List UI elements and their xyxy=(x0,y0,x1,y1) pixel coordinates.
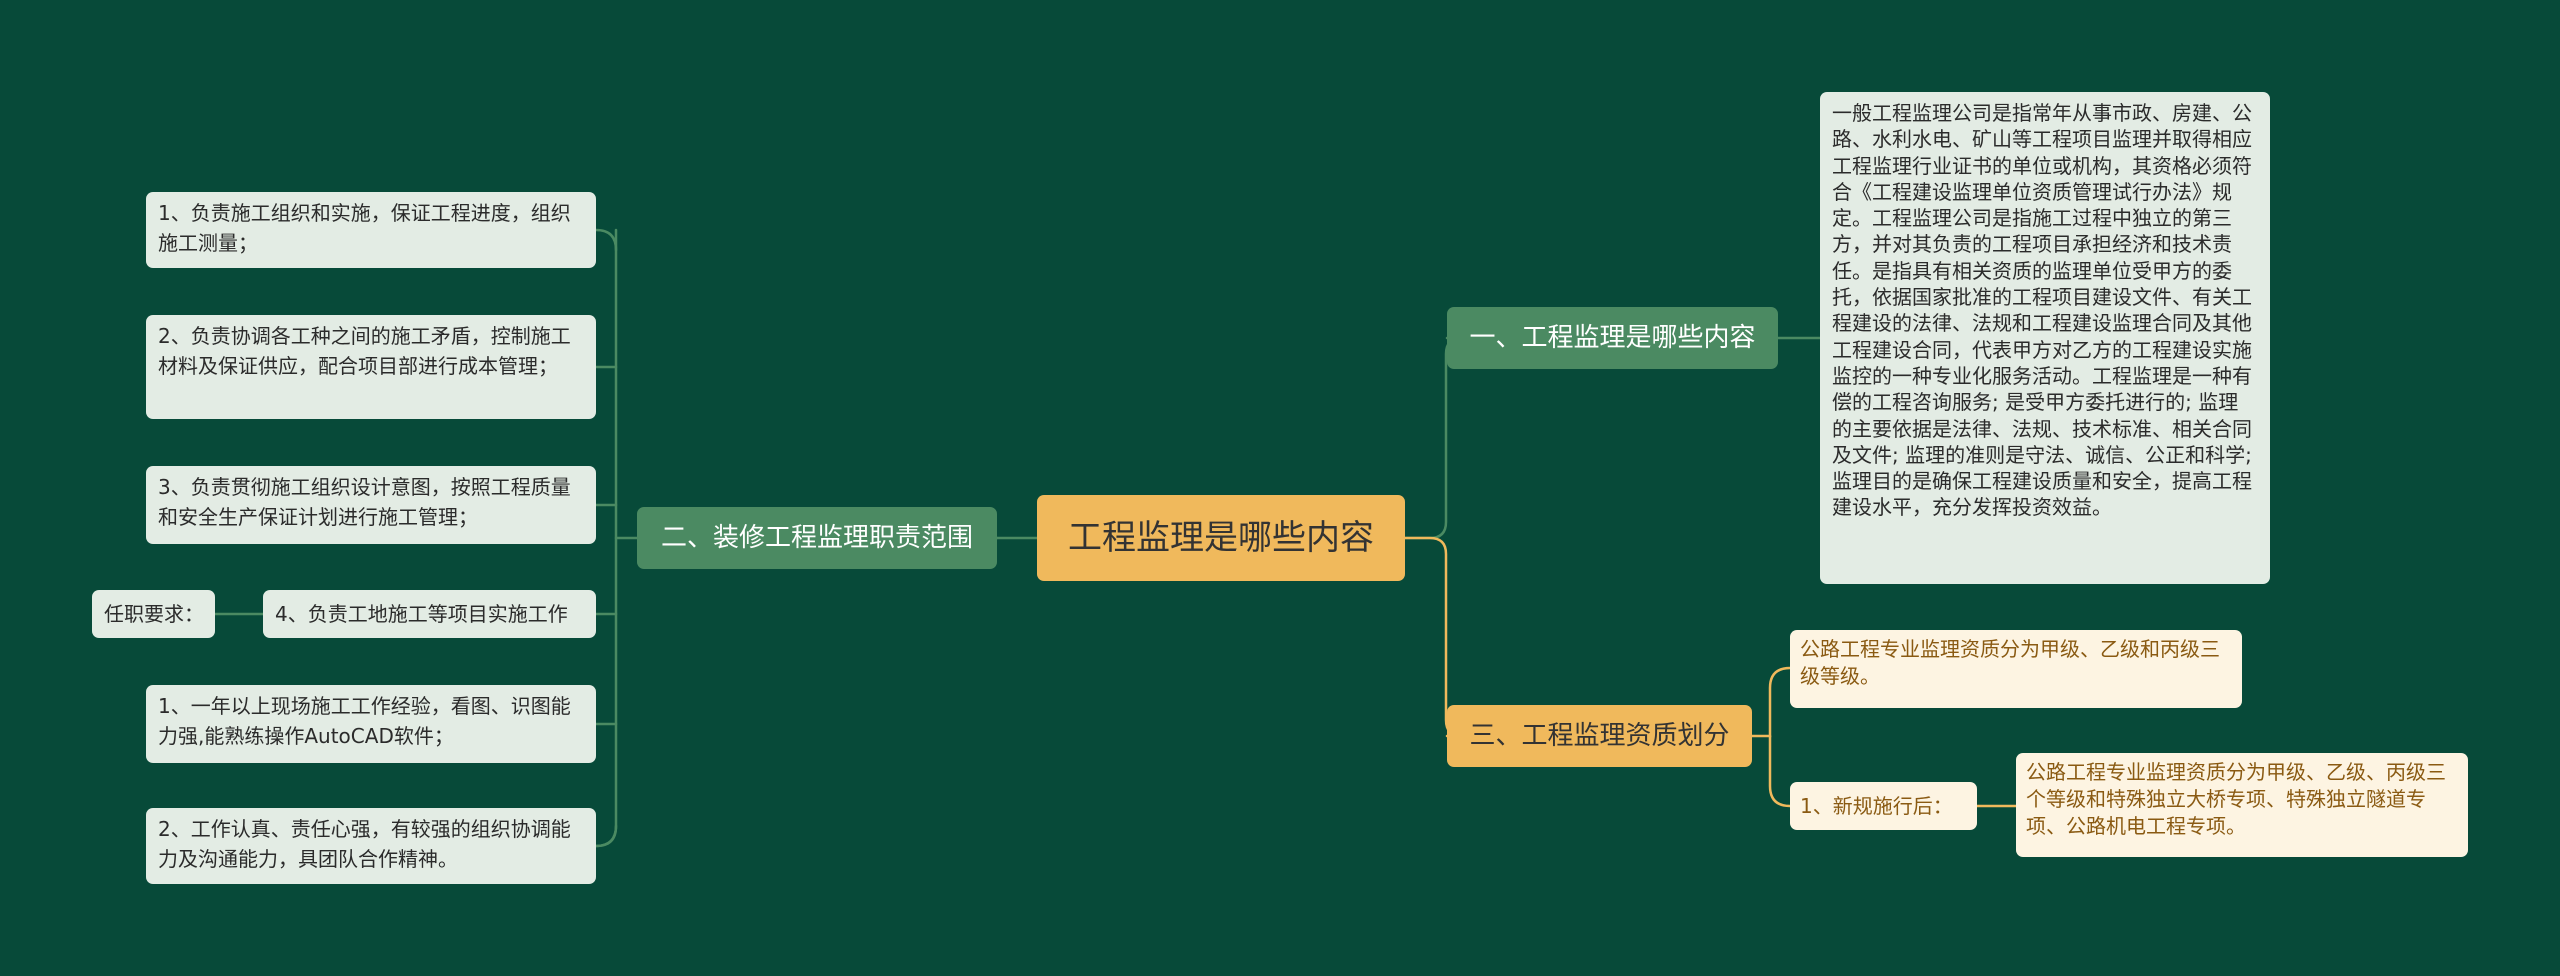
duty-item-1[interactable]: 1、负责施工组织和实施，保证工程进度，组织施工测量； xyxy=(146,192,596,268)
branch-duties-label: 二、装修工程监理职责范围 xyxy=(660,523,973,553)
branch-duties[interactable]: 二、装修工程监理职责范围 xyxy=(637,507,997,569)
link-left-item-1 xyxy=(594,228,618,252)
duty-item-6-text: 2、工作认真、责任心强，有较强的组织协调能力及沟通能力，具团队合作精神。 xyxy=(158,817,571,871)
root-node[interactable]: 工程监理是哪些内容 xyxy=(1037,495,1405,581)
branch-content-label: 一、工程监理是哪些内容 xyxy=(1469,323,1756,353)
duty-item-5-text: 1、一年以上现场施工工作经验，看图、识图能力强,能熟练操作AutoCAD软件； xyxy=(158,694,571,748)
branch-qualification-label: 三、工程监理资质划分 xyxy=(1469,721,1730,751)
root-label: 工程监理是哪些内容 xyxy=(1068,518,1374,558)
link-right3-children xyxy=(1750,666,1792,738)
new-rule-label[interactable]: 1、新规施行后： xyxy=(1790,782,1977,830)
duty-item-2-text: 2、负责协调各工种之间的施工矛盾，控制施工材料及保证供应，配合项目部进行成本管理… xyxy=(158,324,571,378)
branch-qualification[interactable]: 三、工程监理资质划分 xyxy=(1447,705,1752,767)
link-right3-child-2 xyxy=(1768,734,1792,808)
qualification-item-1-text: 公路工程专业监理资质分为甲级、乙级和丙级三级等级。 xyxy=(1800,637,2220,688)
duty-item-3[interactable]: 3、负责贯彻施工组织设计意图，按照工程质量和安全生产保证计划进行施工管理； xyxy=(146,466,596,544)
requirements-label[interactable]: 任职要求： xyxy=(92,590,215,638)
new-rule-detail[interactable]: 公路工程专业监理资质分为甲级、乙级、丙级三个等级和特殊独立大桥专项、特殊独立隧道… xyxy=(2016,753,2468,857)
content-description-text: 一般工程监理公司是指常年从事市政、房建、公路、水利水电、矿山等工程项目监理并取得… xyxy=(1832,101,2252,520)
link-left-bracket xyxy=(594,228,618,848)
duty-item-3-text: 3、负责贯彻施工组织设计意图，按照工程质量和安全生产保证计划进行施工管理； xyxy=(158,475,571,529)
duty-item-4-text: 4、负责工地施工等项目实施工作 xyxy=(275,602,568,626)
content-description[interactable]: 一般工程监理公司是指常年从事市政、房建、公路、水利水电、矿山等工程项目监理并取得… xyxy=(1820,92,2270,584)
duty-item-5[interactable]: 1、一年以上现场施工工作经验，看图、识图能力强,能熟练操作AutoCAD软件； xyxy=(146,685,596,763)
new-rule-detail-text: 公路工程专业监理资质分为甲级、乙级、丙级三个等级和特殊独立大桥专项、特殊独立隧道… xyxy=(2026,760,2446,838)
requirements-label-text: 任职要求： xyxy=(104,602,204,626)
duty-item-2[interactable]: 2、负责协调各工种之间的施工矛盾，控制施工材料及保证供应，配合项目部进行成本管理… xyxy=(146,315,596,419)
branch-content[interactable]: 一、工程监理是哪些内容 xyxy=(1447,307,1778,369)
duty-item-1-text: 1、负责施工组织和实施，保证工程进度，组织施工测量； xyxy=(158,201,571,255)
duty-item-4[interactable]: 4、负责工地施工等项目实施工作 xyxy=(263,590,596,638)
qualification-item-1[interactable]: 公路工程专业监理资质分为甲级、乙级和丙级三级等级。 xyxy=(1790,630,2242,708)
link-left-item-6 xyxy=(594,824,618,848)
duty-item-6[interactable]: 2、工作认真、责任心强，有较强的组织协调能力及沟通能力，具团队合作精神。 xyxy=(146,808,596,884)
new-rule-label-text: 1、新规施行后： xyxy=(1800,794,1953,818)
